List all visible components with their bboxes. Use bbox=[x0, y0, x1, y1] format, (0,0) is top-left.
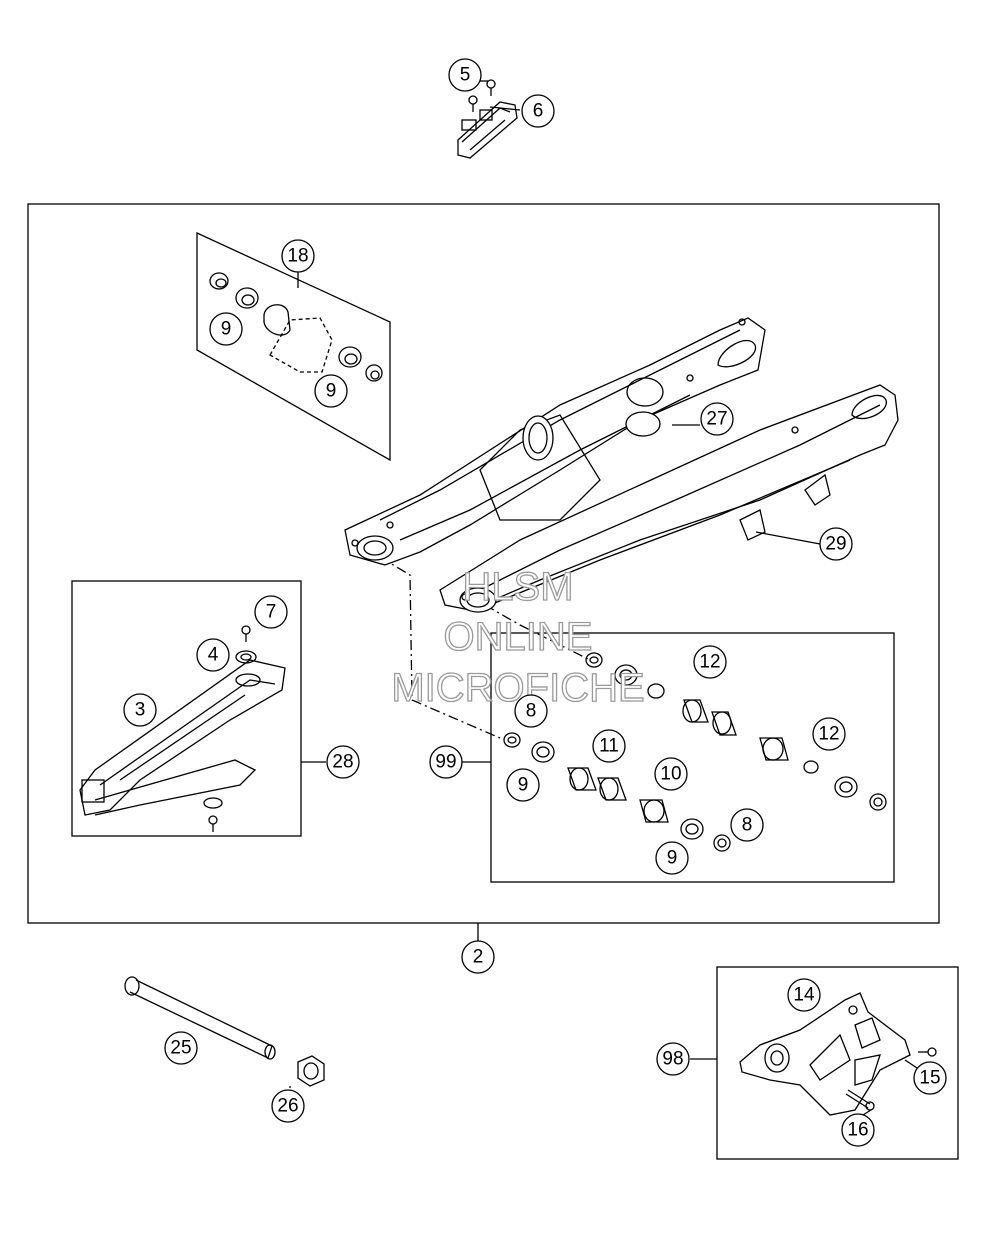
screw-top-2 bbox=[468, 95, 478, 112]
main-assembly-frame bbox=[27, 203, 940, 924]
callout-14: 14 bbox=[787, 978, 821, 1012]
callouts: 5 6 18 9 9 27 29 7 4 3 28 12 8 12 99 11 … bbox=[123, 58, 947, 1147]
guide-screw bbox=[918, 1047, 937, 1057]
svg-text:9: 9 bbox=[326, 381, 337, 402]
svg-text:16: 16 bbox=[847, 1120, 868, 1141]
slider-screw bbox=[241, 625, 251, 642]
callout-16: 16 bbox=[841, 1113, 875, 1147]
svg-text:8: 8 bbox=[526, 701, 537, 722]
callout-5: 5 bbox=[448, 58, 482, 92]
callout-9-kit-lower: 9 bbox=[314, 374, 348, 408]
screw-top-1 bbox=[486, 79, 496, 96]
callout-12-upper: 12 bbox=[693, 645, 727, 679]
callout-9-kit-upper: 9 bbox=[209, 312, 243, 346]
callout-10: 10 bbox=[654, 757, 688, 791]
svg-text:7: 7 bbox=[266, 602, 277, 623]
svg-text:27: 27 bbox=[706, 409, 727, 430]
pivot-axle bbox=[124, 976, 276, 1060]
slider-bottom-screw bbox=[203, 797, 223, 832]
chain-slider-frame bbox=[71, 580, 302, 837]
axle-nut bbox=[297, 1055, 325, 1087]
callout-18: 18 bbox=[281, 239, 315, 273]
callout-28: 28 bbox=[326, 745, 360, 779]
chain-guide-frame bbox=[716, 966, 959, 1160]
callout-26: 26 bbox=[271, 1089, 305, 1123]
slider-washer bbox=[235, 650, 257, 664]
svg-text:9: 9 bbox=[518, 775, 529, 796]
svg-text:14: 14 bbox=[793, 985, 815, 1006]
svg-text:15: 15 bbox=[919, 1068, 940, 1089]
callout-29: 29 bbox=[819, 527, 853, 561]
callout-8-lower: 8 bbox=[730, 808, 764, 842]
callout-9-bearing-left: 9 bbox=[506, 768, 540, 802]
svg-text:10: 10 bbox=[660, 764, 681, 785]
callout-6: 6 bbox=[521, 94, 555, 128]
callout-7: 7 bbox=[254, 595, 288, 629]
svg-text:18: 18 bbox=[287, 246, 308, 267]
needle-bearing-frame bbox=[490, 632, 895, 883]
callout-11: 11 bbox=[592, 729, 626, 763]
svg-text:9: 9 bbox=[221, 319, 232, 340]
svg-text:11: 11 bbox=[599, 736, 619, 757]
svg-text:12: 12 bbox=[818, 724, 839, 745]
needle-bearing-parts bbox=[503, 652, 887, 852]
svg-text:9: 9 bbox=[667, 848, 678, 869]
callout-27: 27 bbox=[700, 402, 734, 436]
svg-text:4: 4 bbox=[208, 645, 219, 666]
svg-text:12: 12 bbox=[699, 652, 720, 673]
callout-8-upper: 8 bbox=[514, 694, 548, 728]
callout-12-lower: 12 bbox=[812, 717, 846, 751]
guide-pin bbox=[845, 1089, 875, 1111]
callout-99: 99 bbox=[429, 745, 463, 779]
callout-2: 2 bbox=[461, 940, 495, 974]
swingarm bbox=[344, 317, 899, 613]
chain-guide bbox=[739, 992, 911, 1116]
svg-text:26: 26 bbox=[277, 1096, 298, 1117]
svg-text:6: 6 bbox=[533, 101, 544, 122]
svg-text:8: 8 bbox=[742, 815, 753, 836]
callout-15: 15 bbox=[913, 1061, 947, 1095]
callout-4: 4 bbox=[196, 638, 230, 672]
svg-text:29: 29 bbox=[825, 534, 846, 555]
watermark-line-1: HLSM bbox=[462, 565, 573, 609]
svg-text:25: 25 bbox=[170, 1038, 191, 1059]
svg-text:98: 98 bbox=[662, 1049, 683, 1070]
watermark: HLSM ONLINE MICROFICHE bbox=[391, 564, 646, 710]
svg-text:28: 28 bbox=[332, 752, 353, 773]
svg-text:99: 99 bbox=[435, 752, 456, 773]
pivot-insert bbox=[625, 411, 661, 437]
svg-text:5: 5 bbox=[460, 65, 471, 86]
watermark-line-2: ONLINE bbox=[444, 615, 593, 659]
callout-3: 3 bbox=[123, 693, 157, 727]
chain-slider bbox=[79, 659, 286, 816]
svg-text:2: 2 bbox=[473, 947, 484, 968]
bearing-kit-frame bbox=[196, 231, 391, 462]
callout-25: 25 bbox=[164, 1031, 198, 1065]
callout-98: 98 bbox=[656, 1042, 690, 1076]
callout-9-bearing-lower: 9 bbox=[655, 841, 689, 875]
chain-slider-top bbox=[457, 101, 518, 159]
bearing-kit-parts bbox=[209, 272, 383, 382]
svg-text:3: 3 bbox=[135, 700, 146, 721]
